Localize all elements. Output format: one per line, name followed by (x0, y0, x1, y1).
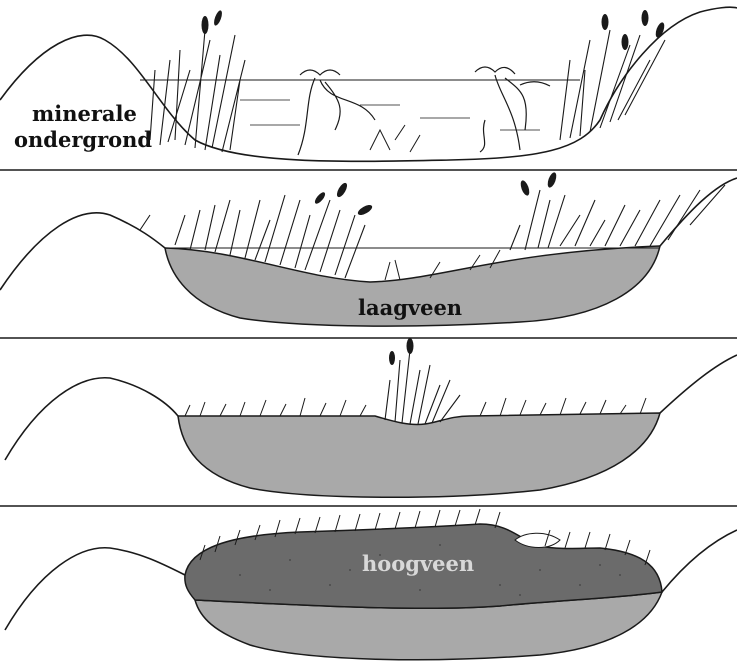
panel-3-low-peat-fill (178, 413, 660, 497)
panel-3-grass (185, 398, 646, 416)
label-low-peat: laagveen (358, 296, 462, 320)
panel-3-cattail-1 (389, 351, 395, 365)
panel-3-reeds (385, 350, 460, 424)
panel-2-reeds-right (510, 185, 725, 250)
panel-2-cattail-5 (546, 171, 558, 188)
panel-1-cattail-6 (654, 21, 666, 38)
label-mineral-line1: minerale (32, 102, 137, 126)
panel-4-raised-bog (5, 509, 737, 660)
panel-1-submerged-weeds (370, 125, 420, 152)
panel-3-filled (5, 338, 737, 497)
panel-1-cattail-1 (202, 16, 209, 34)
panel-1-cattail-2 (212, 9, 223, 26)
panel-2-cattail-4 (519, 179, 531, 196)
panel-1-water-ripples (240, 100, 540, 130)
panel-1-waterlily-left (298, 70, 375, 155)
panel-3-cattail-2 (407, 338, 414, 354)
panel-1-reeds-left (150, 30, 245, 152)
panel-2-cattail-3 (313, 191, 327, 206)
panel-2-cattail-2 (356, 203, 373, 217)
panel-1-cattail-3 (602, 14, 609, 30)
panel-1-cattail-5 (642, 10, 649, 26)
label-high-peat: hoogveen (362, 552, 474, 576)
label-mineral-line2: ondergrond (14, 128, 152, 152)
panel-1-cattail-4 (622, 34, 629, 50)
panel-2-cattail-1 (335, 181, 349, 198)
